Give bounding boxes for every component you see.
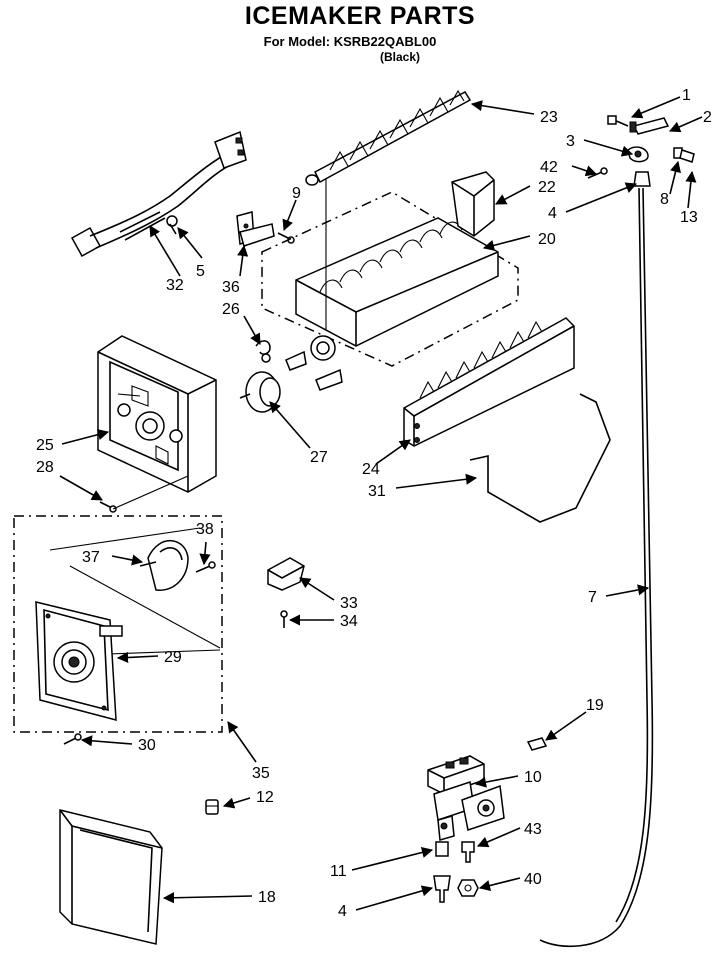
- part-7-fill-tube: [539, 187, 654, 948]
- callout-4-upper: 4: [548, 205, 557, 222]
- leader-lines: [59, 96, 703, 911]
- callout-7: 7: [588, 589, 597, 606]
- callout-33: 33: [340, 595, 358, 612]
- part-36-bracket: [236, 211, 275, 247]
- part-40-nut: [457, 879, 479, 897]
- callout-34: 34: [340, 613, 358, 630]
- callout-29: 29: [164, 649, 182, 666]
- part-29-support-plate: [35, 601, 123, 721]
- part-10-water-valve: [427, 755, 505, 841]
- part-5-screw: [166, 215, 178, 235]
- color-variant: (Black): [379, 50, 420, 64]
- callout-18: 18: [258, 889, 276, 906]
- callout-37: 37: [82, 549, 100, 566]
- callout-11: 11: [330, 863, 347, 880]
- part-32-wiring-harness: [70, 130, 247, 258]
- callout-labels: 1 2 3 42 8 13 22 4 23 9 5 32 36 20 26 27…: [36, 87, 712, 920]
- part-2-valve-fitting: [629, 117, 670, 135]
- motor-assembly-outline: [13, 515, 223, 733]
- callout-35: 35: [252, 765, 270, 782]
- part-20-ice-mold: [285, 178, 499, 391]
- part-31-shutoff-arm: [469, 393, 611, 523]
- callout-36: 36: [222, 279, 240, 296]
- callout-2: 2: [703, 109, 712, 126]
- callout-28: 28: [36, 459, 54, 476]
- callout-23: 23: [540, 109, 558, 126]
- part-4-tube-nut-lower: [433, 875, 451, 903]
- callout-32: 32: [166, 277, 184, 294]
- page-title: ICEMAKER PARTS: [244, 2, 476, 30]
- part-43-fitting: [461, 841, 475, 863]
- part-4-tube-nut-upper: [633, 171, 651, 187]
- callout-10: 10: [524, 769, 542, 786]
- part-37-motor: [139, 539, 189, 591]
- part-34-screw: [280, 610, 288, 628]
- part-13-fitting: [679, 149, 695, 163]
- callout-5: 5: [196, 263, 205, 280]
- part-24-stripper: [403, 317, 575, 447]
- callout-12: 12: [256, 789, 274, 806]
- part-23-ejector-blades: [305, 89, 472, 186]
- callout-43: 43: [524, 821, 542, 838]
- part-1-screw: [607, 115, 629, 127]
- callout-42: 42: [540, 159, 558, 176]
- part-19-screw: [526, 737, 548, 751]
- callout-31: 31: [368, 483, 386, 500]
- part-26-retainer: [255, 340, 271, 363]
- model-number: For Model: KSRB22QABL00: [263, 34, 437, 49]
- part-27-thermostat: [239, 371, 281, 413]
- callout-9: 9: [292, 185, 301, 202]
- part-30-screw: [63, 733, 82, 745]
- part-18-cover: [59, 809, 163, 945]
- callout-27: 27: [310, 449, 328, 466]
- part-25-module-housing: [97, 335, 217, 493]
- callout-1: 1: [682, 87, 691, 104]
- callout-3: 3: [566, 133, 575, 150]
- callout-8: 8: [660, 191, 669, 208]
- callout-40: 40: [524, 871, 542, 888]
- callout-30: 30: [138, 737, 156, 754]
- callout-19: 19: [586, 697, 604, 714]
- callout-25: 25: [36, 437, 54, 454]
- part-33-shield: [267, 557, 305, 591]
- callout-20: 20: [538, 231, 556, 248]
- part-38-screw: [195, 561, 216, 573]
- callout-4-lower: 4: [338, 903, 347, 920]
- part-12-grommet: [205, 799, 219, 815]
- callout-24: 24: [362, 461, 380, 478]
- part-22-fill-cup: [451, 171, 495, 237]
- callout-22: 22: [538, 179, 556, 196]
- callout-38: 38: [196, 521, 214, 538]
- callout-26: 26: [222, 301, 240, 318]
- part-11-insert: [435, 841, 449, 857]
- part-28-screw: [99, 475, 189, 513]
- callout-13: 13: [680, 209, 698, 226]
